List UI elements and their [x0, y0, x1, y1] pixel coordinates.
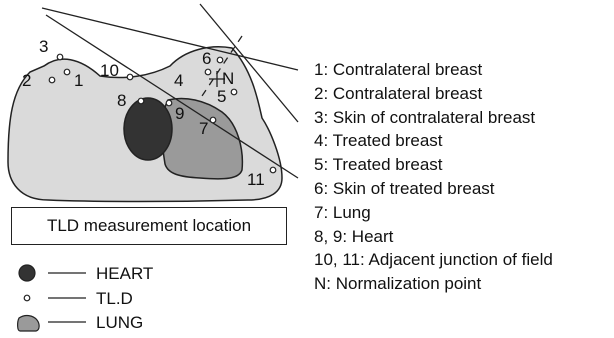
key-item-10: N: Normalization point: [314, 272, 553, 296]
legend-tld-swatch: [24, 295, 30, 301]
point-label-8: 8: [117, 91, 126, 110]
tld-point-6: [217, 57, 223, 63]
tld-point-3: [57, 54, 63, 60]
point-label-7: 7: [199, 119, 208, 138]
point-key-list: 1: Contralateral breast 2: Contralateral…: [314, 58, 553, 296]
key-item-7: 7: Lung: [314, 201, 553, 225]
key-item-3: 3: Skin of contralateral breast: [314, 106, 553, 130]
tld-point-1: [64, 69, 70, 75]
heart-region: [124, 98, 172, 160]
tld-point-10: [127, 74, 133, 80]
point-label-10: 10: [100, 61, 119, 80]
tld-point-5: [231, 89, 237, 95]
key-item-2: 2: Contralateral breast: [314, 82, 553, 106]
point-label-2: 2: [22, 71, 31, 90]
point-label-11: 11: [247, 170, 265, 189]
tld-point-4: [205, 69, 211, 75]
tld-point-9: [166, 100, 172, 106]
normalization-label: N: [222, 69, 234, 88]
tld-point-8: [138, 98, 144, 104]
caption-box: TLD measurement location: [11, 207, 287, 245]
tld-point-7: [210, 117, 216, 123]
key-item-5: 5: Treated breast: [314, 153, 553, 177]
tld-point-2: [49, 77, 55, 83]
legend-lung-swatch: [18, 316, 40, 331]
point-label-5: 5: [217, 87, 226, 106]
caption-text: TLD measurement location: [47, 216, 251, 236]
legend-heart-label: HEART: [96, 264, 153, 283]
point-label-3: 3: [39, 37, 48, 56]
point-label-4: 4: [174, 71, 183, 90]
key-item-4: 4: Treated breast: [314, 129, 553, 153]
field-line-1: [42, 8, 298, 70]
key-item-8: 8, 9: Heart: [314, 225, 553, 249]
tld-point-11: [270, 167, 276, 173]
legend-tld-label: TL.D: [96, 289, 133, 308]
key-item-6: 6: Skin of treated breast: [314, 177, 553, 201]
point-label-6: 6: [202, 49, 211, 68]
point-label-1: 1: [74, 71, 83, 90]
legend-lung-label: LUNG: [96, 313, 143, 332]
legend-heart-swatch: [19, 265, 35, 281]
point-label-9: 9: [175, 104, 184, 123]
key-item-1: 1: Contralateral breast: [314, 58, 553, 82]
key-item-9: 10, 11: Adjacent junction of field: [314, 248, 553, 272]
